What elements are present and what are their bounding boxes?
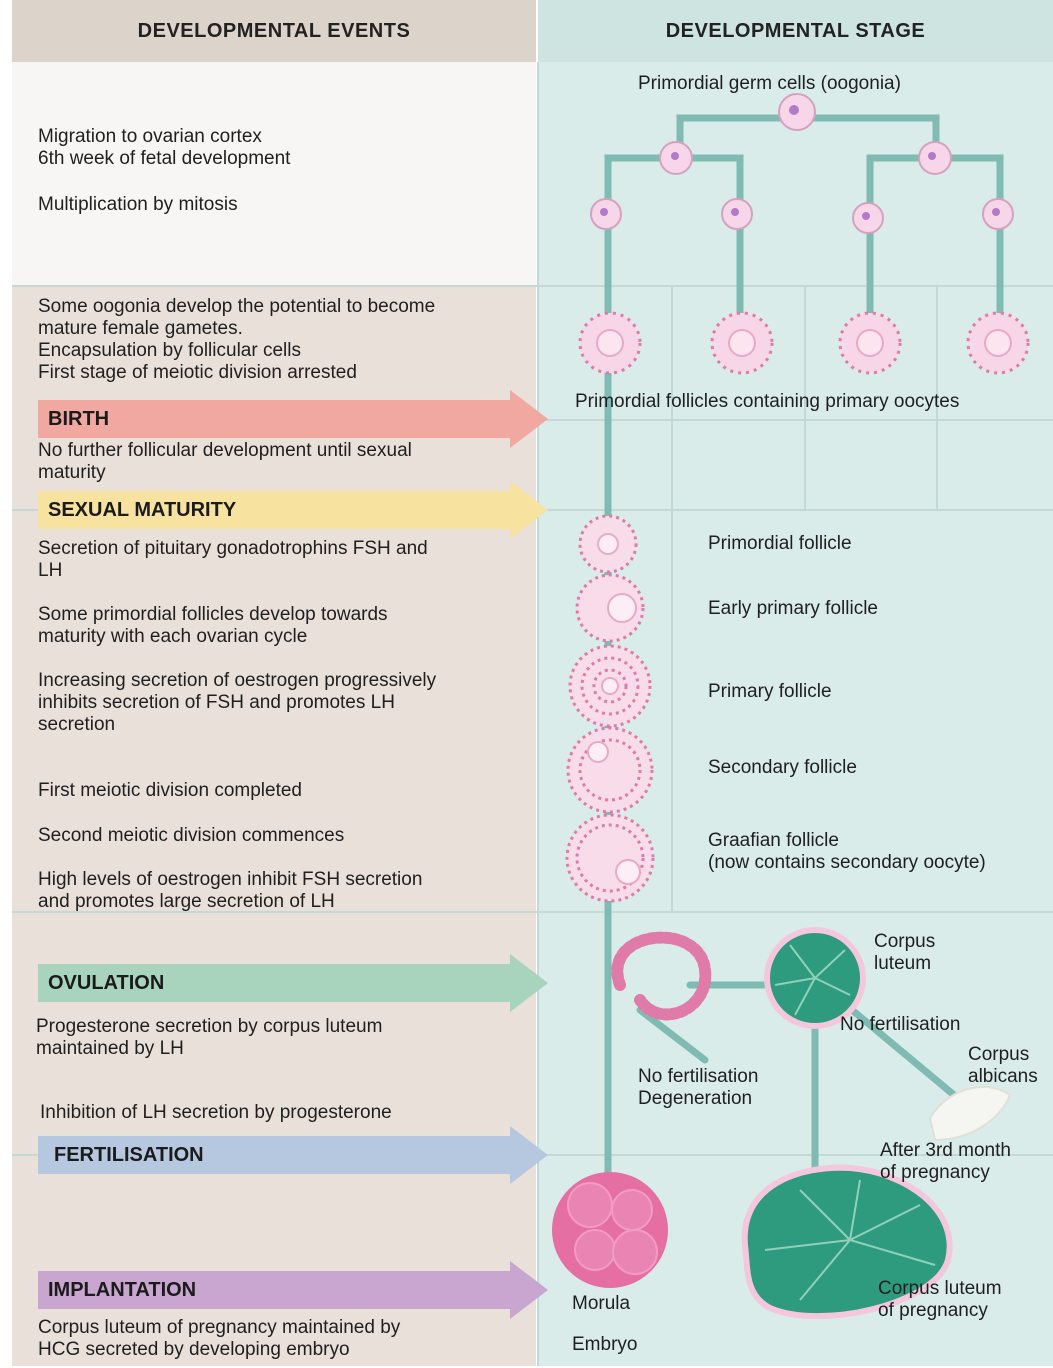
event-secretion-gonadotrophins: Secretion of pituitary gonadotrophins FS… xyxy=(38,538,428,581)
oocyte-centres xyxy=(587,533,641,885)
stage-early-primary-follicle: Early primary follicle xyxy=(708,598,878,619)
event-multiplication: Multiplication by mitosis xyxy=(38,194,238,215)
stage-primordial-follicles: Primordial follicles containing primary … xyxy=(575,391,960,412)
banner-ovulation-label: OVULATION xyxy=(48,971,165,994)
stage-primordial-follicle: Primordial follicle xyxy=(708,533,852,554)
banner-birth-label: BIRTH xyxy=(48,407,110,430)
header-stage: DEVELOPMENTAL STAGE xyxy=(538,0,1053,62)
banner-fertilisation: FERTILISATION xyxy=(38,1126,548,1184)
germ-cell-nuclei xyxy=(600,105,1000,220)
stage-germ-cells: Primordial germ cells (oogonia) xyxy=(638,73,901,94)
stage-after-3rd-month: After 3rd month of pregnancy xyxy=(880,1140,1011,1183)
event-progesterone: Progesterone secretion by corpus luteum … xyxy=(36,1016,383,1059)
stage-morula: Morula xyxy=(572,1293,631,1314)
event-migration: Migration to ovarian cortex 6th week of … xyxy=(38,126,291,169)
banner-sexual-maturity-label: SEXUAL MATURITY xyxy=(48,498,237,521)
banner-implantation: IMPLANTATION xyxy=(38,1261,548,1319)
follicle-sequence-icons xyxy=(565,514,655,903)
stage-corpus-albicans: Corpus albicans xyxy=(968,1044,1038,1087)
left-panel-white xyxy=(12,62,536,286)
stage-embryo: Embryo xyxy=(572,1334,638,1355)
stage-graafian-follicle: Graafian follicle (now contains secondar… xyxy=(708,830,986,873)
banner-implantation-label: IMPLANTATION xyxy=(48,1278,197,1301)
corpus-luteum-folds xyxy=(774,944,851,1016)
stage-corpus-luteum-pregnancy: Corpus luteum of pregnancy xyxy=(878,1278,1002,1321)
event-inhibition-lh: Inhibition of LH secretion by progestero… xyxy=(40,1102,392,1123)
primordial-oocytes xyxy=(596,329,1012,357)
event-increasing-oestrogen: Increasing secretion of oestrogen progre… xyxy=(38,670,437,735)
event-some-primordial: Some primordial follicles develop toward… xyxy=(38,604,388,647)
banner-fertilisation-label: FERTILISATION xyxy=(54,1143,204,1166)
event-no-further-development: No further follicular development until … xyxy=(38,440,412,483)
arrow-head-icon xyxy=(510,954,548,1012)
header-events: DEVELOPMENTAL EVENTS xyxy=(12,0,536,62)
banner-birth: BIRTH xyxy=(38,390,548,448)
event-oogonia: Some oogonia develop the potential to be… xyxy=(38,296,436,383)
corpus-albicans-icon xyxy=(928,1085,1012,1142)
ruptured-follicle-icon xyxy=(611,931,712,1021)
stage-no-fertilisation: No fertilisation xyxy=(840,1014,961,1035)
morula-icon xyxy=(552,1172,668,1288)
arrow-head-icon xyxy=(510,481,548,539)
event-first-meiotic: First meiotic division completed xyxy=(38,780,302,801)
event-second-meiotic: Second meiotic division commences xyxy=(38,825,345,846)
stage-primary-follicle: Primary follicle xyxy=(708,681,832,702)
stage-secondary-follicle: Secondary follicle xyxy=(708,757,857,778)
arrow-head-icon xyxy=(510,1261,548,1319)
left-panel-tan xyxy=(12,286,536,1366)
germ-cell-icons xyxy=(590,93,1014,234)
arrow-head-icon xyxy=(510,1126,548,1184)
stage-no-fertilisation-degeneration: No fertilisation Degeneration xyxy=(638,1066,759,1109)
event-corpus-luteum-pregnancy: Corpus luteum of pregnancy maintained by… xyxy=(38,1317,401,1360)
banner-sexual-maturity: SEXUAL MATURITY xyxy=(38,481,548,539)
corpus-luteum-pregnancy-folds xyxy=(764,1179,936,1301)
arrow-head-icon xyxy=(510,390,548,448)
banner-ovulation: OVULATION xyxy=(38,954,548,1012)
morula-cells xyxy=(567,1182,658,1275)
lineage-connectors xyxy=(604,114,1004,1204)
stage-corpus-luteum: Corpus luteum xyxy=(874,931,936,974)
event-high-oestrogen: High levels of oestrogen inhibit FSH sec… xyxy=(38,869,423,912)
